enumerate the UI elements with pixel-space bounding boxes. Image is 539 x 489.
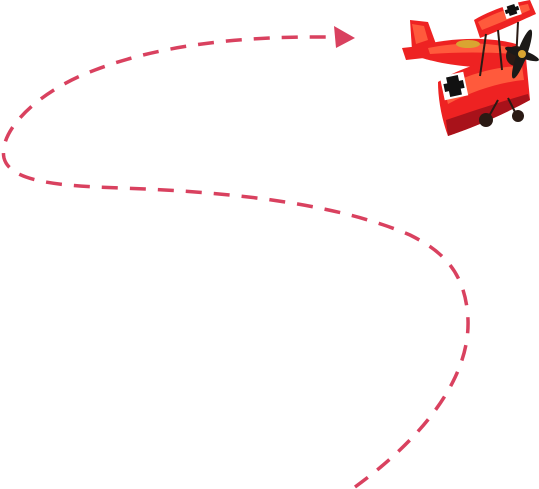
triangle-arrowhead-icon <box>334 26 355 48</box>
flight-path-dashed-line <box>1 35 470 489</box>
red-biplane-icon <box>402 0 539 136</box>
